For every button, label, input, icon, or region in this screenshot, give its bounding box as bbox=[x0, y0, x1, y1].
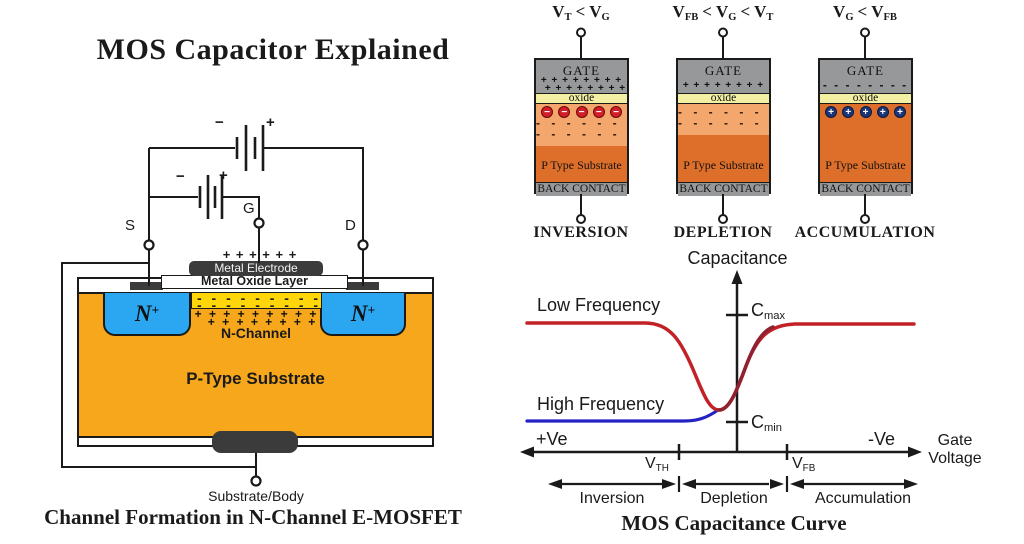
electron-icon: − bbox=[575, 106, 588, 118]
body-terminal-circle bbox=[250, 475, 262, 487]
n-channel-label: N-Channel bbox=[221, 325, 291, 341]
accumulation-state-label: ACCUMULATION bbox=[794, 224, 936, 241]
n-plus-label: N+ bbox=[134, 300, 160, 326]
vth-label: VTH bbox=[645, 455, 669, 474]
battery-vgs-plus-sign: + bbox=[219, 167, 228, 184]
inversion-region-label: Inversion bbox=[579, 490, 645, 507]
battery-vds-minus-sign: − bbox=[215, 114, 224, 131]
depletion-dash-row: - - - - - - - - bbox=[678, 120, 769, 129]
negative-voltage-label: -Ve bbox=[868, 429, 896, 449]
cmax-label: Cmax bbox=[751, 300, 786, 323]
gate-charge-row: + + + + + + + + bbox=[682, 82, 765, 90]
page-title: MOS Capacitor Explained bbox=[96, 33, 450, 66]
back-contact: BACK CONTACT bbox=[536, 182, 627, 196]
gate-charge-row: - - - - - - - - bbox=[822, 82, 909, 90]
depletion-dash-row: - - - - - - - - bbox=[536, 120, 627, 129]
capacitance-axis-label: Capacitance bbox=[687, 248, 788, 268]
back-contact-bar bbox=[212, 431, 298, 453]
metal-electrode: Metal Electrode bbox=[189, 261, 323, 276]
inversion-capacitor-diagram: GATE + + + + + + + + + + + + + + + + oxi… bbox=[534, 58, 629, 196]
battery-vds-symbol bbox=[235, 125, 265, 171]
source-terminal-circle bbox=[143, 239, 155, 251]
p-type-substrate-label: P-Type Substrate bbox=[186, 369, 325, 388]
channel-positive-charge-row: + + + + + + + + bbox=[207, 318, 318, 326]
electron-row: − − − − − bbox=[536, 106, 627, 118]
gate-label: GATE bbox=[562, 63, 601, 78]
hole-icon: + bbox=[894, 106, 906, 118]
hole-row: + + + + + bbox=[820, 106, 911, 118]
drain-terminal-circle bbox=[357, 239, 369, 251]
substrate-body-label: Substrate/Body bbox=[208, 488, 304, 504]
accumulation-condition: VG<VFB bbox=[833, 2, 897, 23]
accumulation-capacitor-diagram: GATE - - - - - - - - oxide + + + + + P T… bbox=[818, 58, 913, 196]
back-contact: BACK CONTACT bbox=[820, 182, 911, 196]
battery-vds-plus-sign: + bbox=[266, 114, 275, 131]
mosfet-caption: Channel Formation in N-Channel E-MOSFET bbox=[44, 505, 462, 529]
drain-terminal-label: D bbox=[345, 217, 356, 234]
accumulation-region-label: Accumulation bbox=[814, 490, 912, 507]
drain-contact-pad bbox=[346, 282, 379, 290]
gate-charge-row: + + + + + + + + bbox=[544, 85, 627, 93]
gate-terminal-circle bbox=[253, 217, 265, 229]
p-substrate-label: P Type Substrate bbox=[541, 158, 622, 172]
low-frequency-label: Low Frequency bbox=[537, 295, 661, 315]
gate-terminal-label: G bbox=[243, 200, 255, 217]
accumulation-band: + + + + + bbox=[820, 104, 911, 182]
high-frequency-label: High Frequency bbox=[537, 394, 665, 414]
depletion-state-label: DEPLETION bbox=[673, 224, 773, 241]
depletion-condition: VFB<VG<VT bbox=[672, 2, 774, 23]
hole-icon: + bbox=[859, 106, 872, 118]
depletion-dash-row: - - - - - - - - bbox=[536, 131, 627, 140]
electron-icon: − bbox=[558, 106, 571, 118]
mosfet-device-body: N+ N+ - - - - - - - - - - - - - - - - - … bbox=[77, 261, 434, 453]
electron-icon: − bbox=[610, 106, 622, 118]
gate-charge-row: + + + + + + + + bbox=[540, 77, 623, 85]
channel-positive-charge-row: + + + + + + + + + bbox=[194, 310, 319, 318]
p-substrate-label: P Type Substrate bbox=[825, 158, 906, 172]
source-contact-pad bbox=[130, 282, 163, 290]
curve-overlap-segment bbox=[717, 325, 775, 412]
negative-charge-row: - - - - - - - - - bbox=[192, 295, 321, 302]
inversion-charge-band: − − − − − - - - - - - - - - - - - - - - … bbox=[536, 104, 627, 146]
electron-icon: − bbox=[541, 106, 553, 118]
inversion-condition: VT<VG bbox=[552, 2, 610, 23]
gate-voltage-axis-label: Gate Voltage bbox=[928, 432, 982, 467]
inversion-state-label: INVERSION bbox=[533, 224, 629, 241]
vfb-label: VFB bbox=[792, 455, 816, 474]
region-range-arrowheads bbox=[548, 479, 918, 489]
depletion-region-label: Depletion bbox=[700, 490, 768, 507]
electron-icon: − bbox=[592, 106, 605, 118]
battery-vgs-minus-sign: − bbox=[176, 168, 185, 185]
depletion-band: - - - - - - - - - - - - - - - - bbox=[678, 104, 769, 135]
p-substrate-label: P Type Substrate bbox=[683, 158, 764, 172]
back-contact: BACK CONTACT bbox=[678, 182, 769, 196]
n-plus-label: N+ bbox=[350, 300, 376, 326]
cmin-label: Cmin bbox=[751, 412, 782, 435]
oxide-layer: oxide bbox=[536, 92, 627, 104]
oxide-layer: oxide bbox=[820, 92, 911, 104]
n-plus-source-well: N+ bbox=[103, 292, 191, 336]
oxide-layer: oxide bbox=[678, 92, 769, 104]
positive-voltage-label: +Ve bbox=[536, 429, 568, 449]
metal-oxide-layer: Metal Oxide Layer bbox=[161, 275, 348, 289]
gate-label: GATE bbox=[704, 63, 743, 78]
inversion-layer-strip: - - - - - - - - - - - - - - - - - - bbox=[191, 292, 322, 309]
n-plus-drain-well: N+ bbox=[320, 292, 406, 336]
gate-positive-charge-row: + + + + + + bbox=[222, 247, 298, 262]
gate-label: GATE bbox=[846, 63, 885, 78]
curve-caption: MOS Capacitance Curve bbox=[621, 511, 847, 535]
depletion-dash-row: - - - - - - - - bbox=[678, 109, 769, 118]
source-terminal-label: S bbox=[125, 217, 136, 234]
hole-icon: + bbox=[825, 106, 837, 118]
negative-charge-row: - - - - - - - - - bbox=[192, 302, 321, 308]
gate-region: GATE + + + + + + + + + + + + + + + + bbox=[536, 60, 627, 94]
hole-icon: + bbox=[842, 106, 855, 118]
hole-icon: + bbox=[876, 106, 889, 118]
gate-region: GATE + + + + + + + + bbox=[678, 60, 769, 94]
gate-region: GATE - - - - - - - - bbox=[820, 60, 911, 94]
depletion-capacitor-diagram: GATE + + + + + + + + oxide - - - - - - -… bbox=[676, 58, 771, 196]
